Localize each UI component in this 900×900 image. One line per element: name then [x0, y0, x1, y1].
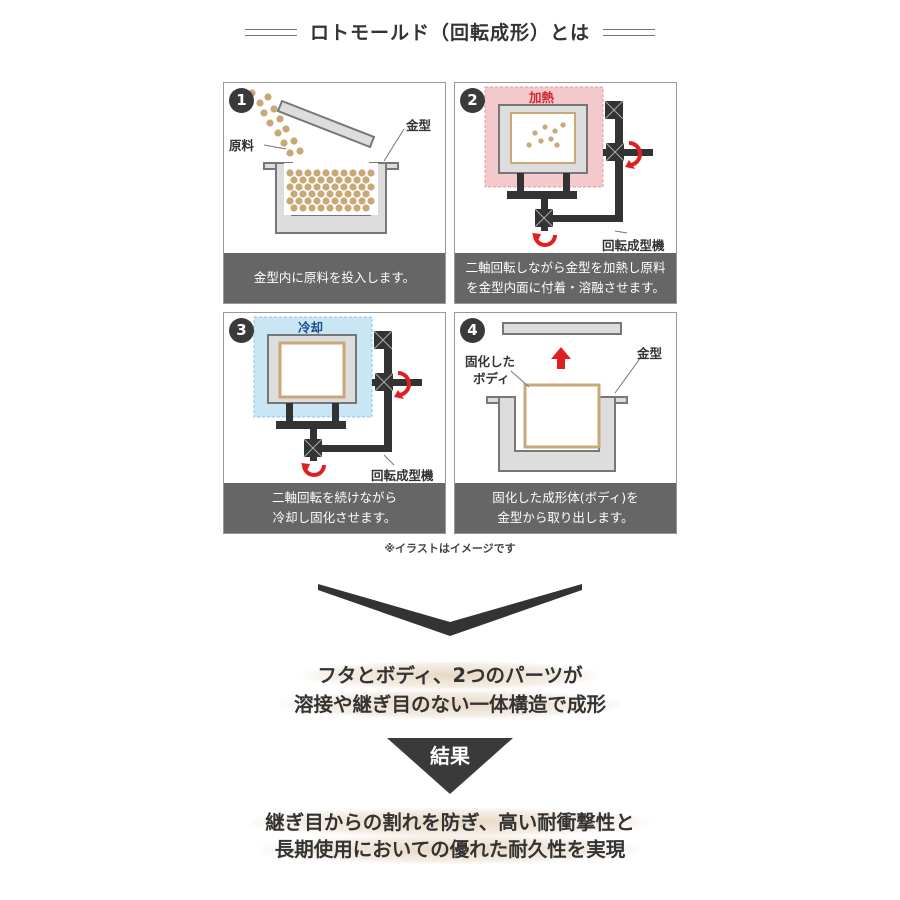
chevron-down-icon — [318, 584, 582, 636]
molded-body — [523, 383, 601, 449]
label-rotomolding-machine: 回転成型機 — [602, 238, 665, 253]
message-line-2: 溶接や継ぎ目のない一体構造で成形 — [0, 690, 900, 719]
step-3-caption: 二軸回転を続けながら 冷却し固化させます。 — [224, 483, 445, 533]
label-rotomolding-machine: 回転成型機 — [371, 468, 434, 483]
lid — [502, 322, 622, 335]
step-2-panel: 2 加熱 回転成型機 二軸回転しながら金型を加熱し原料 を金型内面に付着・溶融さ… — [454, 82, 677, 304]
label-solidified: 固化した — [465, 354, 516, 369]
page-title: ロトモールド（回転成形）とは — [309, 22, 590, 44]
step-4-caption: 固化した成形体(ボディ)を 金型から取り出します。 — [455, 483, 676, 533]
header-rule-left — [245, 29, 297, 36]
result-arrow-icon — [387, 738, 513, 794]
step-number: 3 — [229, 318, 254, 343]
step-1-caption: 金型内に原料を投入します。 — [224, 253, 445, 303]
label-raw-material: 原料 — [229, 138, 255, 153]
rotation-arrow-icon — [301, 371, 411, 477]
up-arrow-icon — [551, 347, 571, 369]
rotation-arrow-icon — [532, 141, 642, 247]
step-1-illustration — [248, 89, 405, 234]
step-2-caption: 二軸回転しながら金型を加熱し原料 を金型内面に付着・溶融させます。 — [455, 253, 676, 303]
step-number: 4 — [460, 318, 485, 343]
label-body: ボディ — [473, 371, 510, 386]
conclusion-line-2: 長期使用においての優れた耐久性を実現 — [0, 835, 900, 864]
step-2-illustration — [484, 86, 653, 247]
step-number: 1 — [229, 88, 254, 113]
lid — [276, 99, 376, 149]
melting-granules — [526, 122, 566, 148]
step-3-illustration — [253, 316, 422, 477]
step-3-panel: 3 冷却 回転成型機 二軸回転を続けながら 冷却し固化させます。 — [223, 312, 446, 534]
raw-material-granules — [248, 89, 375, 212]
result-label: 結果 — [430, 744, 470, 768]
step-1-panel: 1 原料 金型 金型内に原料を投入します。 — [223, 82, 446, 304]
step-number: 2 — [460, 88, 485, 113]
illustration-note: ※イラストはイメージです — [384, 542, 516, 555]
label-mold: 金型 — [406, 118, 432, 133]
header-rule-right — [603, 29, 655, 36]
message-line-1: フタとボディ、2つのパーツが — [0, 661, 900, 690]
label-mold: 金型 — [637, 346, 663, 361]
step-4-panel: 4 固化した ボディ 金型 固化した成形体(ボディ)を 金型から取り出します。 — [454, 312, 677, 534]
label-heating: 加熱 — [529, 90, 555, 105]
label-cooling: 冷却 — [298, 320, 324, 335]
step-4-illustration — [486, 322, 642, 472]
conclusion-line-1: 継ぎ目からの割れを防ぎ、高い耐衝撃性と — [0, 808, 900, 837]
